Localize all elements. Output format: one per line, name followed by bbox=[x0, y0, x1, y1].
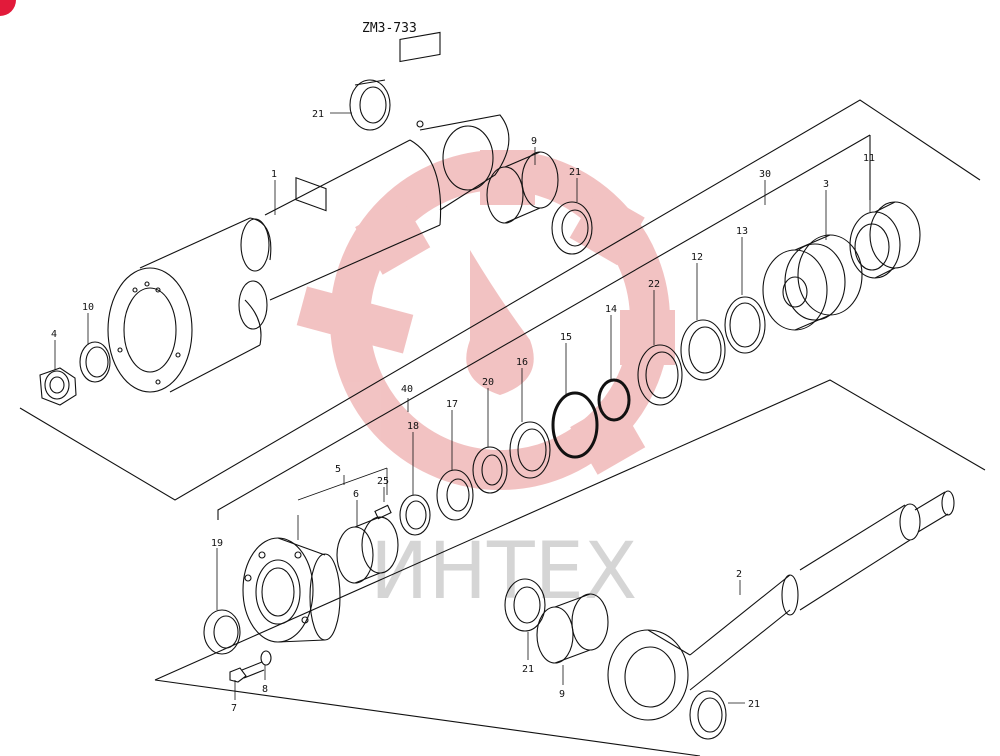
label-18: 18 bbox=[407, 421, 419, 432]
piston-rod-2 bbox=[607, 490, 955, 721]
bushing-6 bbox=[336, 516, 399, 584]
piston-3 bbox=[762, 234, 863, 331]
wiper-19 bbox=[203, 609, 241, 655]
seal-18 bbox=[399, 494, 431, 536]
bushing-9-top bbox=[486, 151, 559, 224]
label-1: 1 bbox=[271, 169, 277, 180]
corner-badge bbox=[0, 0, 16, 16]
leader-lines bbox=[54, 112, 871, 704]
part-labels: 21 1 9 21 11 30 3 13 12 22 14 15 16 20 1… bbox=[51, 109, 875, 714]
label-21-top: 21 bbox=[312, 109, 324, 120]
lock-nut-4 bbox=[39, 367, 77, 406]
label-30: 30 bbox=[759, 169, 771, 180]
label-6: 6 bbox=[353, 489, 359, 500]
label-5: 5 bbox=[335, 464, 341, 475]
label-13: 13 bbox=[736, 226, 748, 237]
label-14: 14 bbox=[605, 304, 617, 315]
diagram-linework bbox=[19, 31, 986, 756]
o-ring-15 bbox=[551, 391, 599, 459]
gland-nut-11 bbox=[849, 201, 921, 279]
cylinder-barrel bbox=[107, 31, 510, 393]
rod-guide-5 bbox=[242, 537, 341, 643]
label-25: 25 bbox=[377, 476, 389, 487]
watermark-logo bbox=[296, 150, 675, 490]
bushing-21-upper-right bbox=[551, 201, 593, 255]
label-7: 7 bbox=[231, 703, 237, 714]
upper-panel-outline bbox=[19, 99, 981, 501]
label-17: 17 bbox=[446, 399, 458, 410]
bushing-21-lower-left bbox=[504, 578, 546, 632]
seal-13 bbox=[724, 296, 766, 354]
seal-kit-bracket bbox=[217, 134, 871, 520]
label-21-lower-left: 21 bbox=[522, 664, 534, 675]
label-10: 10 bbox=[82, 302, 94, 313]
label-4: 4 bbox=[51, 329, 57, 340]
label-3: 3 bbox=[823, 179, 829, 190]
watermark-text: ИНТЕХ bbox=[370, 527, 637, 617]
bushing-9-lower bbox=[536, 593, 609, 664]
washer-8 bbox=[260, 650, 272, 666]
bolt-7 bbox=[229, 661, 265, 683]
label-22: 22 bbox=[648, 279, 660, 290]
label-9-top: 9 bbox=[531, 136, 537, 147]
snap-ring-10 bbox=[79, 341, 111, 383]
label-19: 19 bbox=[211, 538, 223, 549]
o-ring-14 bbox=[597, 378, 631, 422]
lower-panel-outline bbox=[154, 379, 986, 681]
ring-17 bbox=[436, 469, 474, 521]
label-12: 12 bbox=[691, 252, 703, 263]
label-21-upper-right: 21 bbox=[569, 167, 581, 178]
lower-panel-bottom bbox=[154, 679, 701, 756]
bushing-21-top bbox=[349, 79, 391, 131]
seal-22 bbox=[637, 344, 683, 406]
label-8: 8 bbox=[262, 684, 268, 695]
bushing-21-lower-right bbox=[689, 690, 727, 740]
label-11: 11 bbox=[863, 153, 875, 164]
label-21-lower-right: 21 bbox=[748, 699, 760, 710]
label-40: 40 bbox=[401, 384, 413, 395]
seal-16 bbox=[509, 421, 551, 479]
label-2: 2 bbox=[736, 569, 742, 580]
label-9-lower: 9 bbox=[559, 689, 565, 700]
seal-12 bbox=[680, 319, 726, 381]
ring-20 bbox=[472, 446, 508, 494]
label-20: 20 bbox=[482, 377, 494, 388]
diagram-title: ZM3-733 bbox=[362, 21, 417, 36]
label-15: 15 bbox=[560, 332, 572, 343]
set-screw-25 bbox=[374, 504, 392, 520]
label-16: 16 bbox=[516, 357, 528, 368]
